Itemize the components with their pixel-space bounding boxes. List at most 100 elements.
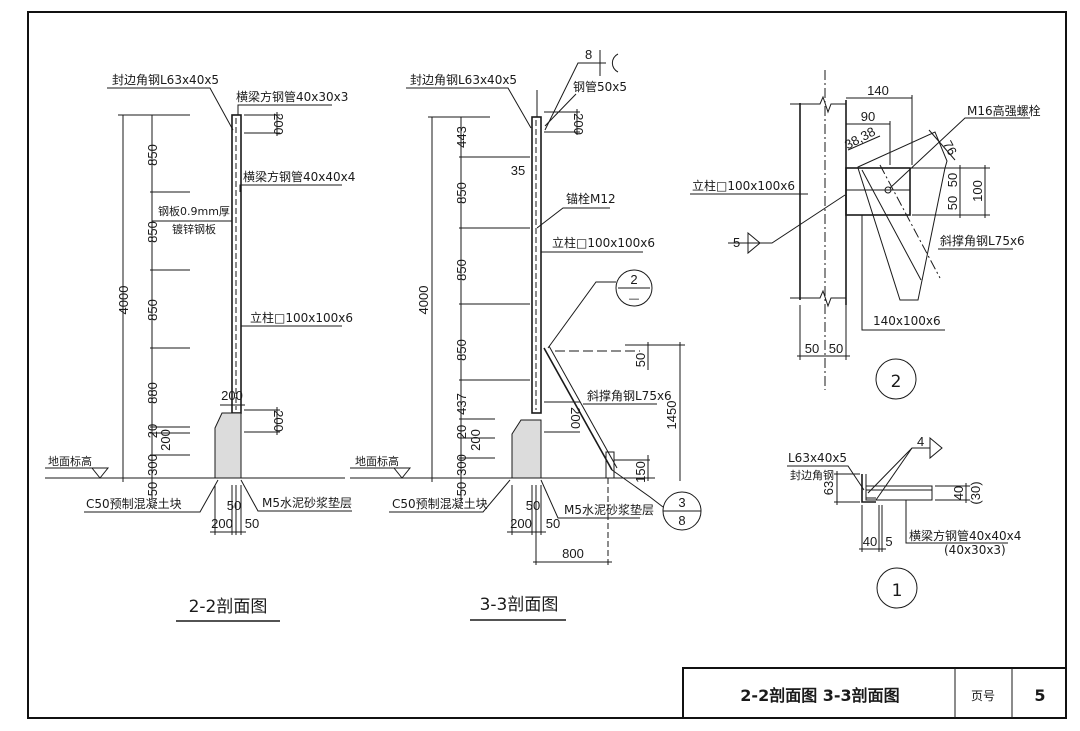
detail-number-circle (876, 567, 918, 609)
dim: 5 (885, 534, 892, 549)
gusset-plate (845, 167, 911, 216)
dim: 150 (633, 461, 648, 483)
angle-label: L63x40x5 (788, 451, 847, 465)
dim: 437 (454, 393, 469, 415)
detail-number-circle (875, 358, 917, 400)
dim: 200 (468, 429, 483, 451)
concrete-block (511, 419, 542, 479)
column-label: 立柱□100x100x6 (692, 178, 795, 193)
edge-angle-label: 封边角钢L63x40x5 (112, 73, 219, 87)
ref-sheet: — (629, 292, 640, 305)
dim: 38,38 (842, 124, 878, 153)
mortar-label: M5水泥砂浆垫层 (564, 502, 654, 517)
detail-ref-2[interactable] (615, 269, 653, 307)
dim: 50 (227, 498, 241, 513)
dim: 200 (271, 113, 286, 135)
dim: (30) (968, 481, 983, 504)
anchor-label: 锚栓M12 (566, 191, 616, 206)
dim: 850 (454, 182, 469, 204)
dim: 200 (221, 388, 243, 403)
ground-level-symbol (90, 467, 110, 479)
dim: 850 (145, 144, 160, 166)
dim: 63 (821, 481, 836, 495)
ref-number: 2 (630, 272, 637, 287)
detail-number: 2 (891, 372, 902, 392)
dim: 76 (940, 138, 960, 158)
column-label: 立柱□100x100x6 (250, 310, 353, 325)
dim: 100 (970, 180, 985, 202)
section-2-2: 地面标高 4000 850 850 850 880 20 300 50 200 … (45, 73, 355, 622)
mortar-label: M5水泥砂浆垫层 (262, 495, 352, 510)
plate-label: 钢板0.9mm厚 (158, 204, 230, 218)
dim: 50 (805, 341, 819, 356)
edge-angle-label: 封边角钢L63x40x5 (410, 73, 517, 87)
dim: 40 (951, 486, 966, 500)
drawing-title: 2-2剖面图 3-3剖面图 (740, 686, 899, 705)
dim: 140 (867, 83, 889, 98)
dim: 50 (633, 353, 648, 367)
section-title: 3-3剖面图 (480, 595, 559, 615)
brace-angle (543, 347, 613, 471)
beam-alt-label: (40x30x3) (944, 543, 1006, 557)
dim: 90 (861, 109, 875, 124)
ground-label: 地面标高 (355, 454, 399, 468)
dim: 50 (145, 482, 160, 496)
plate-label: 140x100x6 (873, 314, 941, 328)
ground-label: 地面标高 (48, 454, 92, 468)
weld-size: 8 (585, 47, 592, 62)
dim: 50 (945, 196, 960, 210)
dim: 40 (863, 534, 877, 549)
concrete-block (214, 412, 242, 479)
bolt (884, 186, 892, 194)
dim: 50 (546, 516, 560, 531)
beam-tube (865, 485, 933, 501)
brace-label: 斜撑角钢L75x6 (587, 388, 672, 403)
weld-symbol-icon (929, 436, 943, 460)
detail-2: 140 90 38,38 76 M16高强螺栓 50 50 100 立柱□100… (690, 70, 1041, 400)
plate-label: 镀锌钢板 (172, 222, 216, 236)
dim: 850 (145, 221, 160, 243)
detail-1: L63x40x5 封边角钢 4 63 40 (30) 40 5 横梁方钢管40x… (787, 434, 1021, 609)
dim: 1450 (664, 401, 679, 430)
pipe-label: 钢管50x5 (573, 79, 627, 94)
dim-total: 4000 (116, 286, 131, 315)
bolt-label: M16高强螺栓 (967, 103, 1041, 118)
dim: 50 (245, 516, 259, 531)
section-3-3: 地面标高 4000 443 850 850 850 20 437 300 50 … (350, 47, 702, 621)
dim: 200 (571, 113, 586, 135)
edge-angle (861, 474, 876, 503)
dim: 850 (454, 259, 469, 281)
dim: 850 (454, 339, 469, 361)
dim: 880 (145, 382, 160, 404)
ref-sheet: 8 (678, 513, 685, 528)
block-label: C50预制混凝土块 (392, 496, 488, 511)
section-title: 2-2剖面图 (189, 597, 268, 617)
detail-number: 1 (892, 581, 903, 601)
dim: 800 (562, 546, 584, 561)
weld-size: 4 (917, 434, 924, 449)
dim: 200 (158, 429, 173, 451)
page-label: 页号 (971, 689, 995, 703)
dim: 50 (454, 482, 469, 496)
ref-number: 3 (678, 495, 685, 510)
dim: 200 (211, 516, 233, 531)
break-line (790, 95, 846, 114)
beam-top-label: 横梁方钢管40x30x3 (236, 89, 348, 104)
angle-name-label: 封边角钢 (790, 468, 834, 482)
dim: 200 (568, 407, 583, 429)
dim: 50 (526, 498, 540, 513)
column-label: 立柱□100x100x6 (552, 235, 655, 250)
sheet-border (27, 11, 1067, 719)
dim: 443 (454, 126, 469, 148)
dim: 20 (454, 425, 469, 439)
dim: 200 (510, 516, 532, 531)
brace-angle (857, 131, 948, 301)
page-number: 5 (1034, 686, 1045, 705)
dim: 300 (145, 454, 160, 476)
dim: 50 (829, 341, 843, 356)
break-line (790, 289, 846, 308)
dim: 20 (145, 424, 160, 438)
block-label: C50预制混凝土块 (86, 496, 182, 511)
dim: 35 (511, 163, 525, 178)
